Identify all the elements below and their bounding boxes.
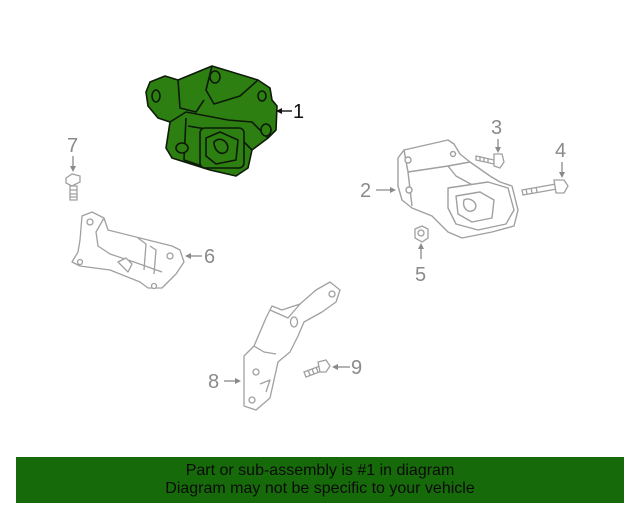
part-5-nut[interactable]: [414, 225, 429, 243]
callout-3-label: 3: [491, 117, 502, 139]
arrow-icon: [418, 243, 424, 249]
part-7-bolt[interactable]: [65, 173, 81, 201]
callout-9-label: 9: [351, 357, 362, 379]
arrow-icon: [276, 108, 282, 114]
banner-line-2: Diagram may not be specific to your vehi…: [165, 480, 475, 497]
part-6-support-bracket[interactable]: [71, 211, 185, 290]
arrow-icon: [235, 378, 241, 384]
callout-7[interactable]: 7: [67, 135, 78, 172]
callout-6[interactable]: 6: [185, 246, 215, 268]
banner-line-1: Part or sub-assembly is #1 in diagram: [185, 462, 455, 479]
info-banner: Part or sub-assembly is #1 in diagram Di…: [16, 457, 624, 503]
callout-2-label: 2: [360, 180, 371, 202]
part-9-bolt[interactable]: [303, 359, 331, 378]
part-8-bracket[interactable]: [243, 281, 341, 411]
part-4-long-bolt[interactable]: [521, 179, 569, 196]
callout-1[interactable]: 1: [276, 101, 304, 123]
callout-5-label: 5: [415, 264, 426, 286]
callout-7-label: 7: [67, 135, 78, 157]
callout-4[interactable]: 4: [555, 140, 566, 178]
callout-2[interactable]: 2: [360, 180, 396, 202]
callout-9[interactable]: 9: [332, 357, 362, 379]
callout-3[interactable]: 3: [491, 117, 502, 153]
arrow-icon: [495, 147, 501, 153]
callout-5[interactable]: 5: [415, 243, 426, 286]
callout-8[interactable]: 8: [208, 371, 241, 393]
arrow-icon: [559, 172, 565, 178]
arrow-icon: [185, 253, 191, 259]
part-3-bolt[interactable]: [475, 153, 505, 169]
callout-1-label: 1: [293, 101, 304, 123]
arrow-icon: [332, 364, 338, 370]
callout-6-label: 6: [204, 246, 215, 268]
arrow-icon: [70, 166, 76, 172]
part-1-highlighted-mount[interactable]: [145, 65, 278, 177]
callout-4-label: 4: [555, 140, 566, 162]
part-2-mount-bracket[interactable]: [397, 139, 519, 239]
arrow-icon: [390, 187, 396, 193]
callout-8-label: 8: [208, 371, 219, 393]
